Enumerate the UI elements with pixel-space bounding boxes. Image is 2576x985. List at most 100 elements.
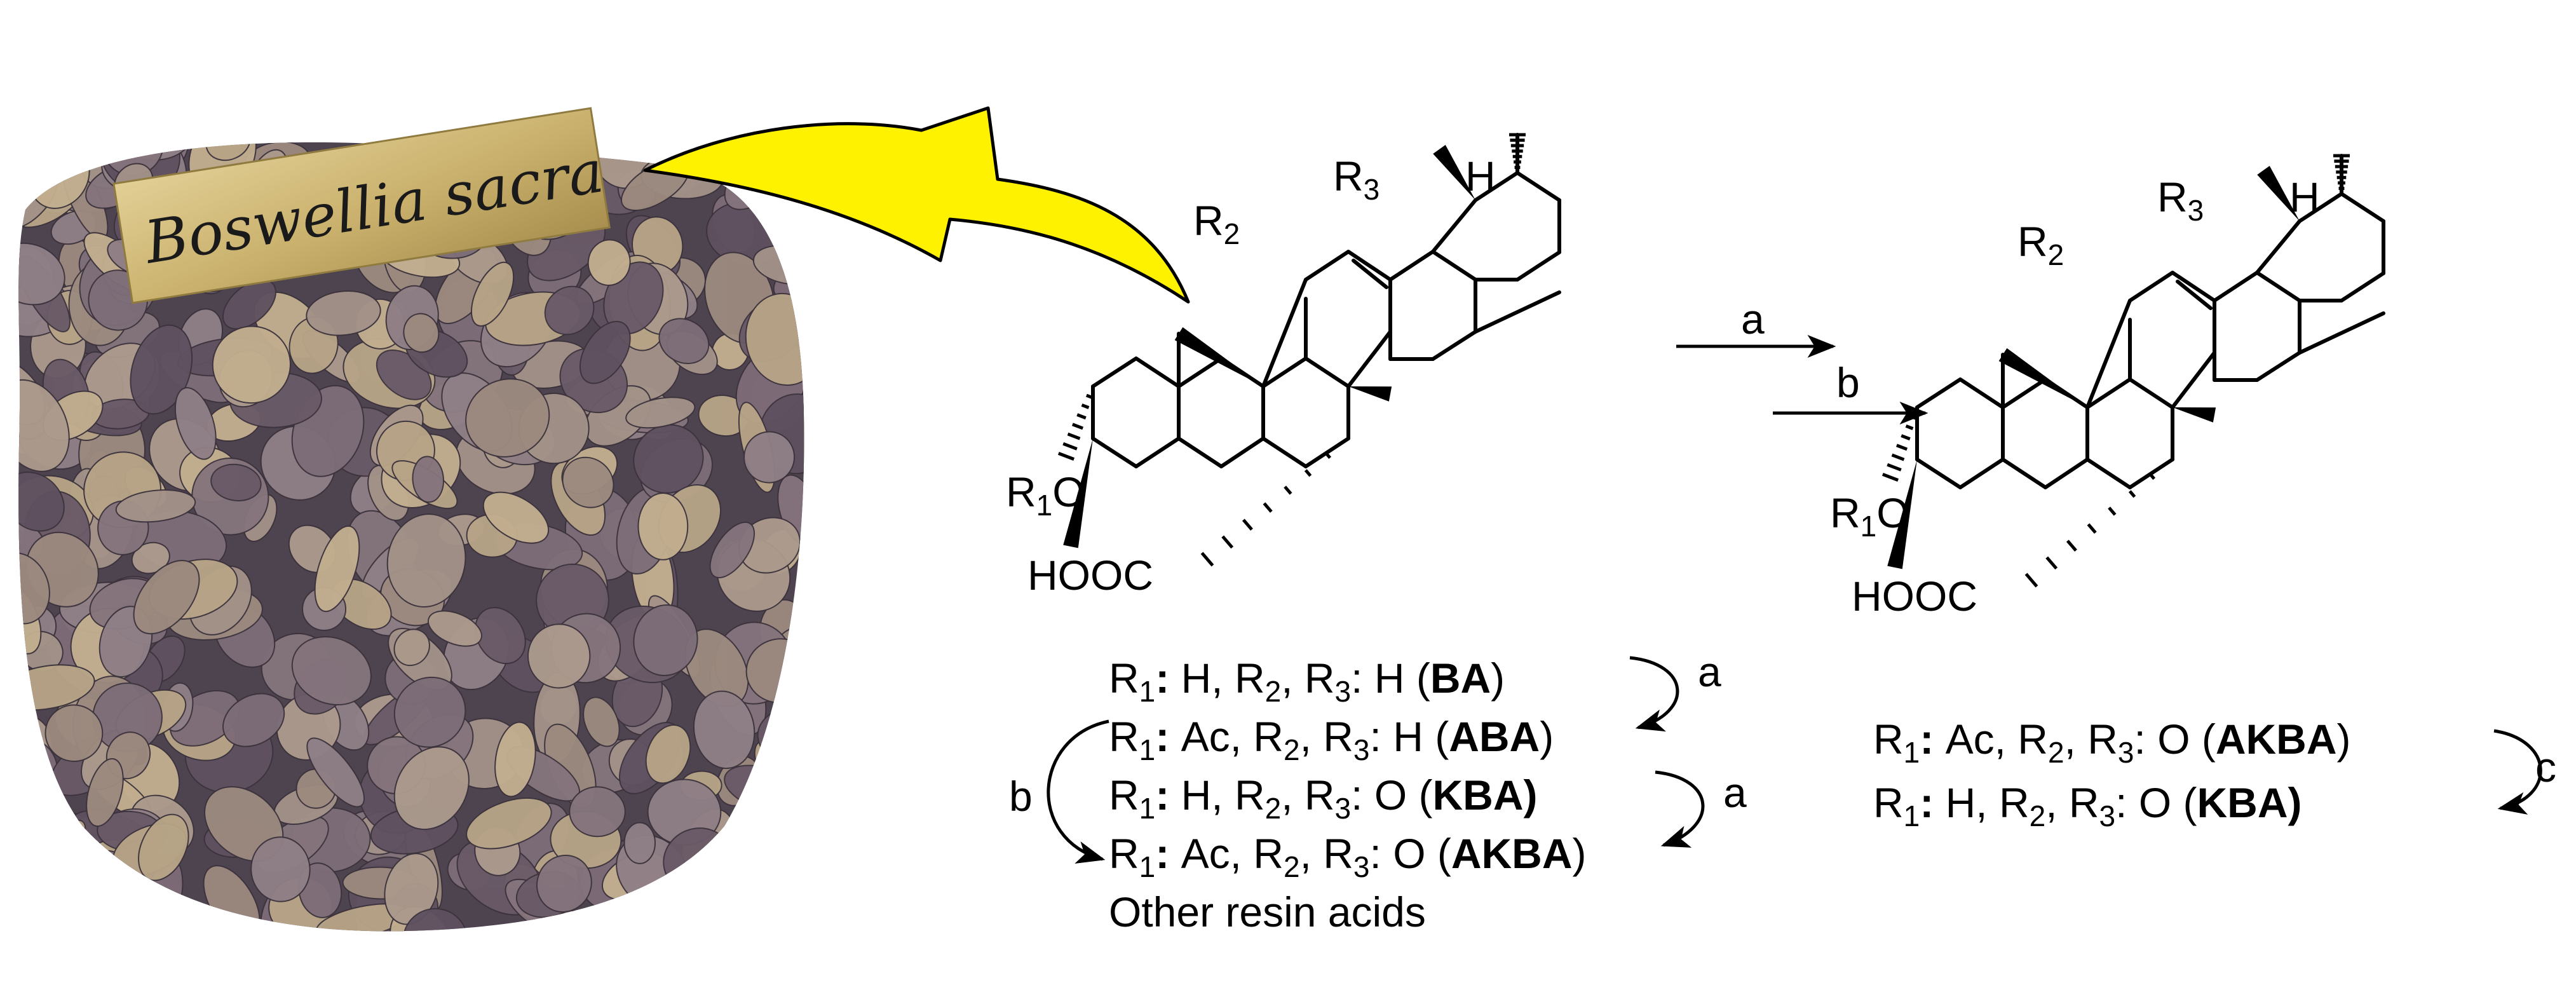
- resin-pebble: [39, 855, 114, 907]
- resin-pebble: [466, 797, 552, 850]
- resin-pebble: [740, 886, 782, 932]
- bond: [2085, 299, 2132, 409]
- bond: [2085, 377, 2132, 409]
- resin-pebble: [745, 292, 804, 386]
- bond: [1346, 330, 1392, 388]
- curved-arrow-a-2: [1655, 770, 1705, 848]
- resin-pebble: [465, 378, 550, 458]
- bond: [1474, 171, 1519, 202]
- condition-a: a: [1741, 296, 1765, 343]
- resin-pebble: [222, 279, 276, 330]
- hashed-bond: [1895, 444, 1908, 451]
- bond: [2128, 458, 2174, 489]
- hashed-bond: [1891, 453, 1905, 461]
- legend-left: R1: H, R2, R3: H (BA) R1: Ac, R2, R3: H …: [1009, 648, 1747, 935]
- resin-pebble: [393, 676, 466, 748]
- bond: [1915, 377, 1962, 409]
- resin-pebble: [743, 431, 796, 484]
- resin-pebble: [428, 610, 482, 647]
- resin-pebble: [18, 472, 65, 532]
- bond: [1261, 278, 1308, 388]
- bond: [1304, 437, 1350, 468]
- h-label-left: H: [1465, 153, 1496, 200]
- resin-pebble: [754, 739, 804, 820]
- hashed-bond: [1057, 452, 1075, 461]
- legend-left-row-4: R1: Ac, R2, R3: O (AKBA): [1109, 830, 1587, 883]
- resin-pebble: [130, 324, 193, 415]
- resin-pebble: [18, 813, 40, 881]
- resin-pebble: [222, 693, 285, 747]
- bond: [1431, 250, 1477, 282]
- hooc-label-left: HOOC: [1027, 552, 1153, 599]
- resin-photo: Boswellia sacra: [18, 107, 804, 932]
- hashed-bond: [1067, 432, 1081, 440]
- bond: [1219, 437, 1265, 468]
- resin-pebble: [470, 261, 515, 327]
- hashed-bond: [2024, 573, 2038, 588]
- resin-pebble: [583, 696, 620, 747]
- bond: [2298, 311, 2385, 355]
- resin-pebble: [314, 525, 360, 613]
- resin-pebble: [587, 239, 631, 286]
- r1o-label-right: R1O: [1830, 489, 1909, 543]
- resin-pebble: [569, 786, 626, 838]
- hashed-bond: [2045, 556, 2058, 570]
- bond: [1261, 357, 1308, 388]
- legend-left-row-2: R1: Ac, R2, R3: H (ABA): [1109, 713, 1554, 766]
- curved-arrow-a-1: [1629, 656, 1679, 732]
- resin-pebble: [721, 878, 778, 932]
- double-bond: [1352, 259, 1388, 289]
- hashed-bond: [2087, 523, 2097, 534]
- resin-pebble: [18, 242, 65, 306]
- resin-pebble: [579, 320, 631, 384]
- resin-pebble: [475, 607, 526, 665]
- hashed-bond: [1881, 473, 1899, 482]
- double-bond: [2176, 280, 2213, 310]
- hashed-bond: [2128, 490, 2136, 498]
- bond: [1091, 437, 1138, 468]
- bond: [2044, 458, 2089, 489]
- resin-pebble: [633, 604, 698, 677]
- bond: [1134, 437, 1181, 468]
- resin-pebble: [386, 513, 466, 608]
- boswellic-acid-structure-right: R1O HOOC R2 R3 H: [1830, 154, 2385, 620]
- hashed-bond: [1901, 434, 1911, 441]
- resin-pebble: [18, 794, 57, 866]
- hashed-bond: [1325, 452, 1332, 459]
- resin-pebble: [623, 822, 656, 864]
- resin-pebble: [637, 492, 689, 560]
- resin-pebble: [645, 724, 691, 784]
- bond: [1134, 357, 1181, 388]
- hashed-bond: [2149, 473, 2156, 480]
- resin-pebble: [212, 325, 291, 404]
- bond: [1958, 377, 2005, 409]
- wedge-bond: [2257, 166, 2300, 221]
- resin-pebble: [306, 737, 365, 808]
- hashed-bond: [2066, 540, 2077, 552]
- resin-pebble: [210, 463, 262, 501]
- boswellic-acid-structure-left: R1O HOOC R2 R3 H: [1006, 133, 1561, 599]
- wedge-bond: [2173, 407, 2216, 423]
- resin-pebble: [527, 623, 591, 689]
- hashed-bond: [1242, 519, 1253, 531]
- hashed-bond: [2108, 506, 2117, 516]
- bond: [1304, 250, 1350, 282]
- hashed-bond: [1071, 423, 1084, 430]
- wedge-bond: [1887, 459, 1917, 569]
- hashed-bond: [1081, 404, 1090, 409]
- curved-arrow-c: [2493, 729, 2542, 815]
- resin-pebble: [402, 907, 468, 932]
- curved-arrow-c-label: c: [2535, 744, 2556, 791]
- bond: [1431, 330, 1477, 361]
- resin-pebble: [115, 489, 196, 523]
- bond: [2001, 458, 2047, 489]
- curved-arrow-b-label: b: [1009, 773, 1033, 820]
- bond: [1304, 357, 1350, 388]
- wedge-bond: [1348, 386, 1392, 402]
- hashed-bond: [1304, 469, 1312, 477]
- resin-pebble: [709, 521, 756, 579]
- resin-pebble: [766, 831, 804, 880]
- reaction-arrows: a b: [1676, 296, 1929, 425]
- bond: [1346, 250, 1392, 282]
- resin-pebble: [536, 854, 592, 913]
